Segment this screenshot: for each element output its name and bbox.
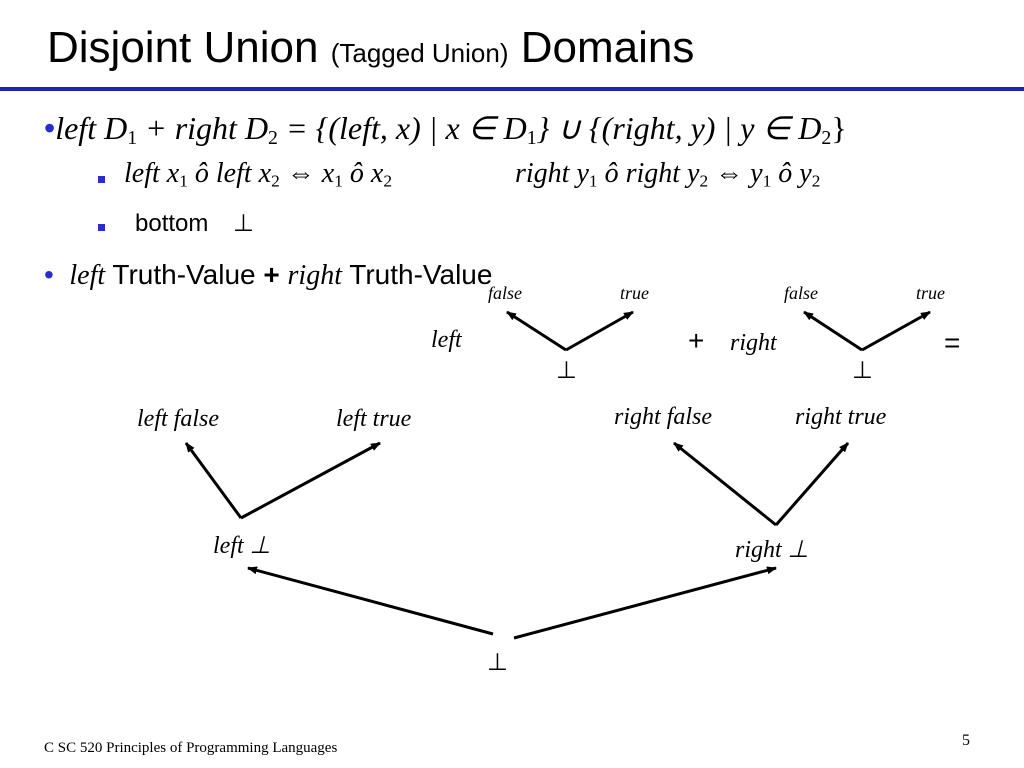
small1-false-label: false bbox=[488, 283, 522, 303]
bullet-icon: • bbox=[44, 259, 54, 290]
slide-title: Disjoint Union (Tagged Union) Domains bbox=[47, 20, 694, 81]
small1-true-label: true bbox=[620, 283, 649, 303]
footer-course: C SC 520 Principles of Programming Langu… bbox=[44, 740, 338, 756]
definition-formula: •left D1 + right D2 = {(left, x) | x ∈ D… bbox=[44, 110, 847, 149]
title-main: Disjoint Union bbox=[47, 23, 319, 72]
arrow-bottom-left bbox=[247, 566, 494, 636]
right-true-label: right true bbox=[795, 404, 887, 430]
left-bottom-label: left ⊥ bbox=[213, 533, 271, 559]
left-false-label: left false bbox=[137, 406, 219, 432]
page-number: 5 bbox=[962, 732, 970, 749]
small1-tag-label: left bbox=[431, 327, 462, 353]
left-true-label: left true bbox=[336, 406, 412, 432]
arrow-right-true bbox=[774, 442, 850, 526]
arrow-bottom-right bbox=[513, 566, 777, 640]
title-paren: (Tagged Union) bbox=[330, 38, 509, 68]
bottom-label: bottom bbox=[135, 210, 209, 237]
title-rule bbox=[0, 87, 1024, 91]
truth-value-sum-line: • left Truth-Value + right Truth-Value bbox=[44, 259, 493, 291]
small2-true-label: true bbox=[916, 283, 945, 303]
bottom-line: bottom ⊥ bbox=[135, 208, 254, 240]
ordering-right-formula: right y1 ô right y2 ⇔ y1 ô y2 bbox=[515, 158, 821, 191]
right-false-label: right false bbox=[614, 404, 713, 430]
small2-false-label: false bbox=[784, 283, 818, 303]
arrow-small2-true bbox=[861, 310, 931, 352]
small2-tag-label: right bbox=[730, 330, 777, 356]
title-tail: Domains bbox=[520, 23, 695, 72]
square-bullet-icon bbox=[98, 224, 105, 231]
arrow-small1-false bbox=[506, 310, 567, 352]
plus-sign: + bbox=[688, 325, 705, 356]
bottom-symbol: ⊥ bbox=[233, 211, 254, 237]
right-bottom-label: right ⊥ bbox=[735, 537, 809, 563]
arrow-small1-true bbox=[565, 310, 634, 352]
square-bullet-icon bbox=[98, 176, 105, 183]
arrow-left-true bbox=[240, 441, 381, 520]
arrow-small2-false bbox=[803, 310, 863, 352]
bottom-node-label: ⊥ bbox=[487, 650, 508, 676]
bullet-icon: • bbox=[44, 110, 56, 146]
equals-sign: = bbox=[944, 327, 961, 358]
arrow-left-false bbox=[184, 442, 243, 519]
arrow-right-false bbox=[673, 441, 777, 527]
small2-bottom-label: ⊥ bbox=[852, 358, 873, 384]
ordering-left-formula: left x1 ô left x2 ⇔ x1 ô x2 bbox=[124, 158, 393, 191]
small1-bottom-label: ⊥ bbox=[556, 358, 577, 384]
